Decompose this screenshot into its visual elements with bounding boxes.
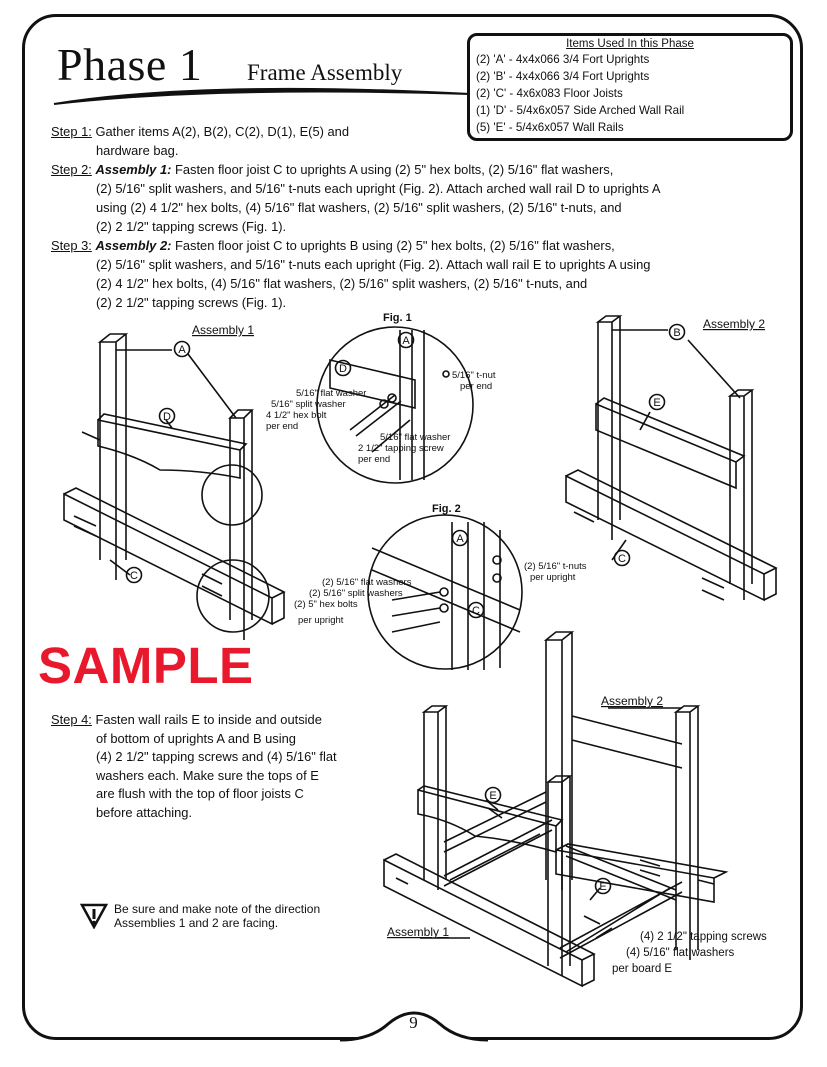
warning-icon xyxy=(80,903,108,929)
fig-1-label: Fig. 1 xyxy=(383,312,412,324)
step-1: Step 1: Gather items A(2), B(2), C(2), D… xyxy=(51,122,791,160)
step-4: Step 4: Fasten wall rails E to inside an… xyxy=(51,711,391,822)
part-label-c: C xyxy=(130,570,138,582)
step-label: Step 2: xyxy=(51,162,92,177)
page-number: 9 xyxy=(409,1013,418,1032)
bottom-callout: (4) 5/16" flat washers xyxy=(626,947,735,959)
page-title: Phase 1 xyxy=(57,39,203,90)
assembly-1-drawing xyxy=(63,333,286,640)
label-circle-e xyxy=(648,393,666,411)
label-circle-a xyxy=(173,340,191,358)
items-list-item: (5) 'E' - 5/4x6x057 Wall Rails xyxy=(476,121,624,134)
assembly-2-label: Assembly 2 xyxy=(703,317,765,331)
fig1-callout: per end xyxy=(266,421,298,432)
step-text: before attaching. xyxy=(96,804,193,820)
step-text: (2) 4 1/2" hex bolts, (4) 5/16" flat was… xyxy=(96,276,588,291)
step-text: washers each. Make sure the tops of E xyxy=(96,767,319,783)
label-circle-e-top xyxy=(484,786,502,804)
bottom-callout: per board E xyxy=(612,963,672,975)
fig2-callout: per upright xyxy=(530,572,576,583)
title-swoosh xyxy=(53,87,471,105)
step-text: (2) 5/16" split washers, and 5/16" t-nut… xyxy=(96,181,661,196)
fig1-callout: 4 1/2" hex bolt xyxy=(266,410,327,421)
part-label-c: C xyxy=(618,553,626,565)
label-circle-c-fig2 xyxy=(467,601,485,619)
label-circle-a-fig1 xyxy=(397,331,415,349)
fig1-callout: 5/16" flat washer xyxy=(380,432,450,443)
fig-2-drawing xyxy=(367,514,523,670)
label-circle-c xyxy=(125,566,143,584)
step-text: Fasten wall rails E to inside and outsid… xyxy=(91,712,322,727)
page-number-tab xyxy=(340,1011,488,1042)
assembly-1-label-bottom: Assembly 1 xyxy=(387,925,449,939)
step-label: Step 4: xyxy=(51,712,92,727)
label-circle-e-bottom xyxy=(594,877,612,895)
assembly-1-label: Assembly 1 xyxy=(192,323,254,337)
step-text: (2) 5/16" split washers, and 5/16" t-nut… xyxy=(96,257,651,272)
fig2-callout: (2) 5" hex bolts xyxy=(294,599,358,610)
step-text: (4) 2 1/2" tapping screws and (4) 5/16" … xyxy=(96,749,337,764)
fig1-callout: per end xyxy=(460,381,492,392)
note-text: Be sure and make note of the direction A… xyxy=(114,902,321,930)
step-text: Fasten floor joist C to uprights B using… xyxy=(171,238,615,253)
part-label-d: D xyxy=(339,363,347,375)
step-2: Step 2: Assembly 1: Fasten floor joist C… xyxy=(51,160,791,236)
part-label-e: E xyxy=(599,881,606,893)
fig2-callout: (2) 5/16" split washers xyxy=(309,588,403,599)
step-label: Step 1: xyxy=(51,124,92,139)
part-label-d: D xyxy=(163,411,171,423)
label-circle-d xyxy=(158,407,176,425)
step-text: using (2) 4 1/2" hex bolts, (4) 5/16" fl… xyxy=(96,200,622,215)
fig1-callout: 2 1/2" tapping screw xyxy=(358,443,444,454)
label-circle-b xyxy=(668,323,686,341)
assembly-illustrations: A D C D A B E C A C E E Assembly 1 Assem… xyxy=(63,312,778,988)
items-list-item: (1) 'D' - 5/4x6x057 Side Arched Wall Rai… xyxy=(476,104,685,117)
part-label-e: E xyxy=(653,397,660,409)
items-used-box: Items Used In this Phase (2) 'A' - 4x4x0… xyxy=(467,33,793,141)
instruction-steps: Step 1: Gather items A(2), B(2), C(2), D… xyxy=(51,122,791,312)
sample-watermark: SAMPLE xyxy=(38,637,254,694)
items-list-item: (2) 'B' - 4x4x066 3/4 Fort Uprights xyxy=(476,70,650,83)
fig-1-drawing xyxy=(316,326,474,484)
step-text: (2) 2 1/2" tapping screws (Fig. 1). xyxy=(96,219,287,234)
label-circle-a-fig2 xyxy=(451,529,469,547)
step-text: are flush with the top of floor joists C xyxy=(96,786,304,801)
step-text: of bottom of uprights A and B using xyxy=(96,730,296,746)
step-emphasis: Assembly 2: xyxy=(95,238,172,253)
part-label-a: A xyxy=(178,344,186,356)
part-label-c: C xyxy=(472,605,480,617)
items-list-item: (2) 'A' - 4x4x066 3/4 Fort Uprights xyxy=(476,53,650,66)
items-used-heading: Items Used In this Phase xyxy=(566,38,694,50)
step-label: Step 3: xyxy=(51,238,92,253)
direction-note: Be sure and make note of the direction A… xyxy=(80,902,380,930)
step-text: (2) 2 1/2" tapping screws (Fig. 1). xyxy=(96,295,287,310)
page-subtitle: Frame Assembly xyxy=(247,60,403,85)
step-3: Step 3: Assembly 2: Fasten floor joist C… xyxy=(51,236,791,312)
step-text: Fasten floor joist C to uprights A using… xyxy=(171,162,614,177)
step-text: Gather items A(2), B(2), C(2), D(1), E(5… xyxy=(91,124,350,139)
fig2-callout: per upright xyxy=(298,615,344,626)
part-label-e: E xyxy=(489,790,496,802)
label-circle-d-fig1 xyxy=(334,359,352,377)
bottom-callout: (4) 2 1/2" tapping screws xyxy=(640,931,767,943)
fig2-callout: (2) 5/16" flat washers xyxy=(322,577,412,588)
part-label-b: B xyxy=(673,327,680,339)
fig1-callout: 5/16" split washer xyxy=(271,399,346,410)
full-frame-drawing xyxy=(383,631,729,988)
step-text: hardware bag. xyxy=(96,143,179,158)
fig1-callout: 5/16" t-nut xyxy=(452,370,496,381)
assembly-2-label-bottom: Assembly 2 xyxy=(601,694,663,708)
fig1-callout: per end xyxy=(358,454,390,465)
fig-2-label: Fig. 2 xyxy=(432,503,461,515)
part-label-a: A xyxy=(456,533,464,545)
label-circle-c-asm2 xyxy=(613,549,631,567)
fig1-callout: 5/16" flat washer xyxy=(296,388,366,399)
assembly-2-drawing xyxy=(565,315,778,602)
step-emphasis: Assembly 1: xyxy=(95,162,172,177)
fig2-callout: (2) 5/16" t-nuts xyxy=(524,561,587,572)
part-label-a: A xyxy=(402,335,410,347)
items-list-item: (2) 'C' - 4x6x083 Floor Joists xyxy=(476,87,623,100)
